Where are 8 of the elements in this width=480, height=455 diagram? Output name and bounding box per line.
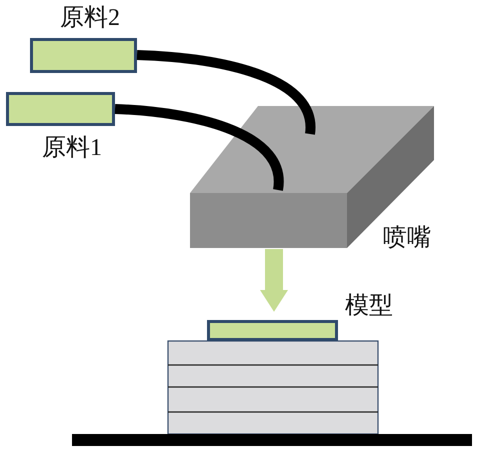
material-label: 原料1 <box>42 134 102 162</box>
feed-tube <box>136 50 316 134</box>
model-label: 模型 <box>345 292 393 320</box>
material-label: 原料2 <box>60 4 120 32</box>
feed-tube <box>114 104 284 190</box>
nozzle-label: 喷嘴 <box>383 224 431 252</box>
model-plate <box>207 320 338 341</box>
arrow <box>260 249 288 312</box>
